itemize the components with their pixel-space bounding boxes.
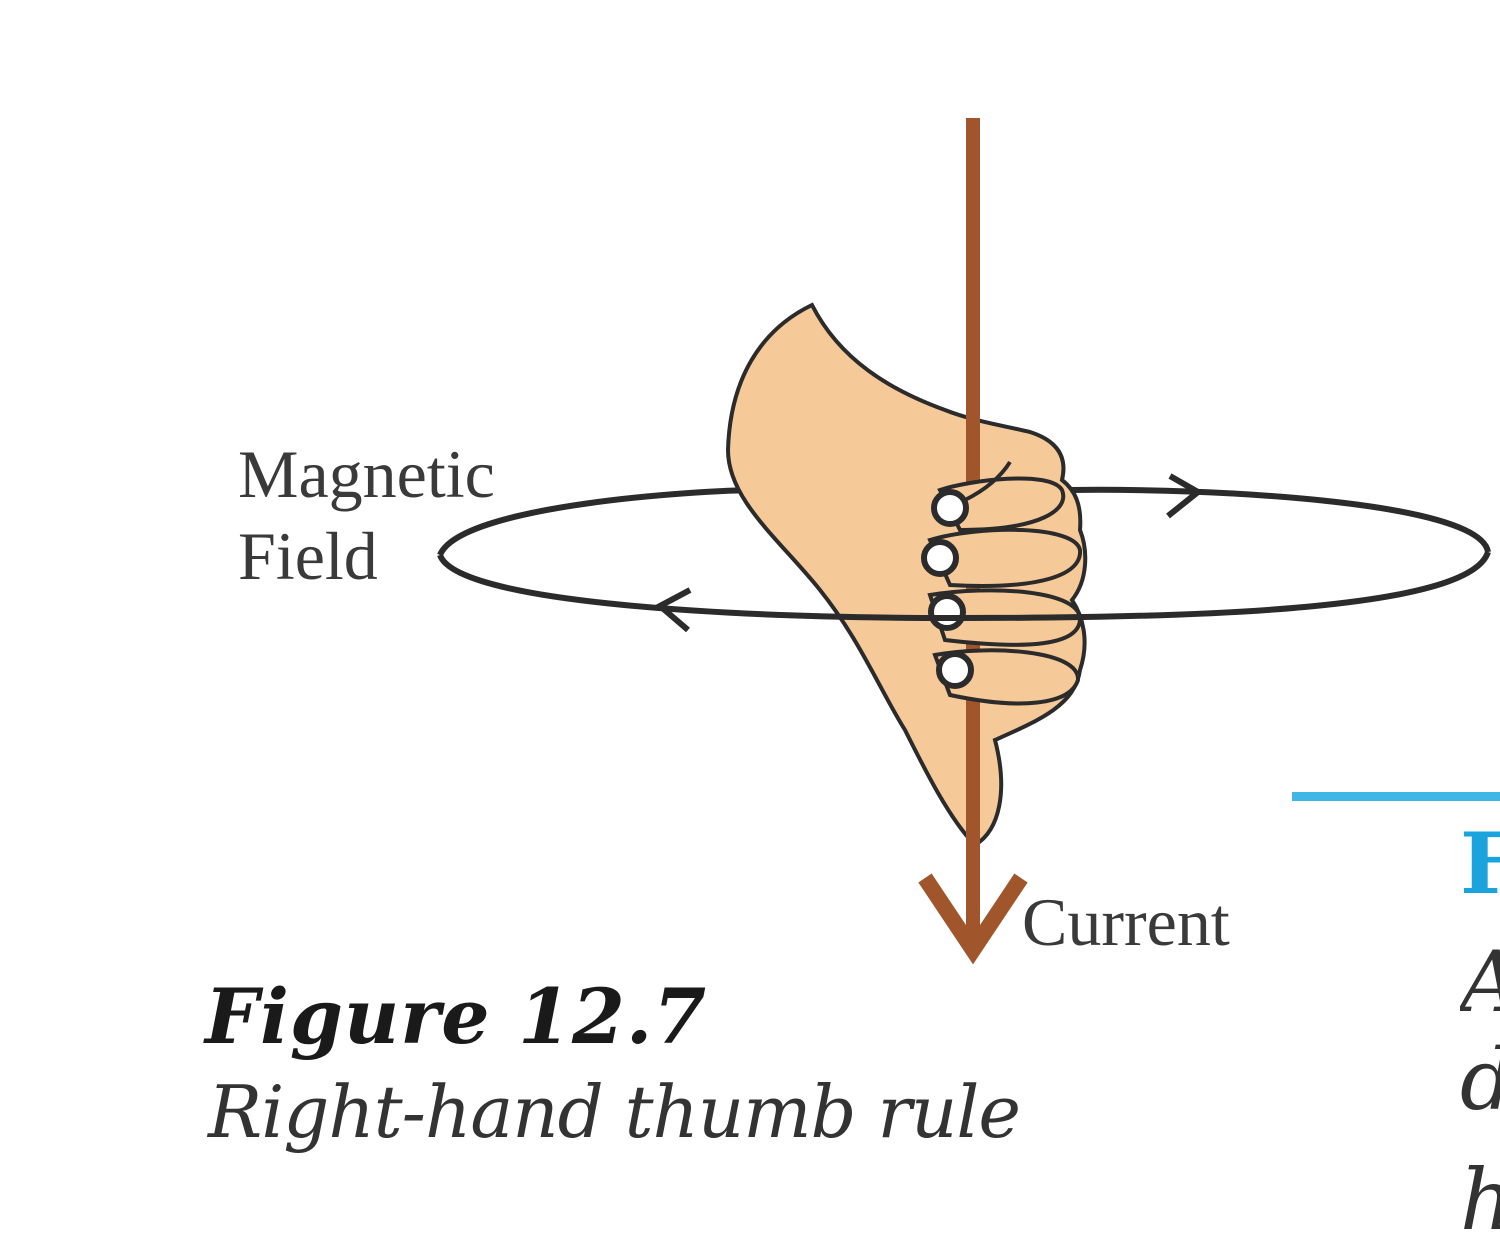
figure-number: Figure 12.7: [205, 972, 708, 1061]
accent-divider: [1292, 792, 1500, 801]
cropped-text-fragment: d: [1460, 1038, 1500, 1122]
hand-shape: [725, 302, 1088, 848]
cropped-text-fragment: h: [1460, 1158, 1500, 1242]
field-loop-front: [437, 550, 1491, 622]
fingernails: [921, 489, 974, 689]
field-arrow-front: [654, 587, 692, 633]
magnetic-field-label-line2: Field: [238, 518, 378, 594]
figure-caption: Right-hand thumb rule: [208, 1070, 1021, 1154]
magnetic-field-label-line1: Magnetic: [238, 436, 495, 512]
cropped-text-fragment: A: [1460, 940, 1500, 1024]
field-loop-back: [437, 486, 1491, 557]
current-label: Current: [1022, 884, 1230, 960]
cropped-heading-fragment: F: [1460, 822, 1500, 906]
field-arrow-back: [1166, 473, 1204, 519]
current-arrowhead: [918, 873, 1028, 965]
thumb-tip: [964, 460, 1012, 502]
